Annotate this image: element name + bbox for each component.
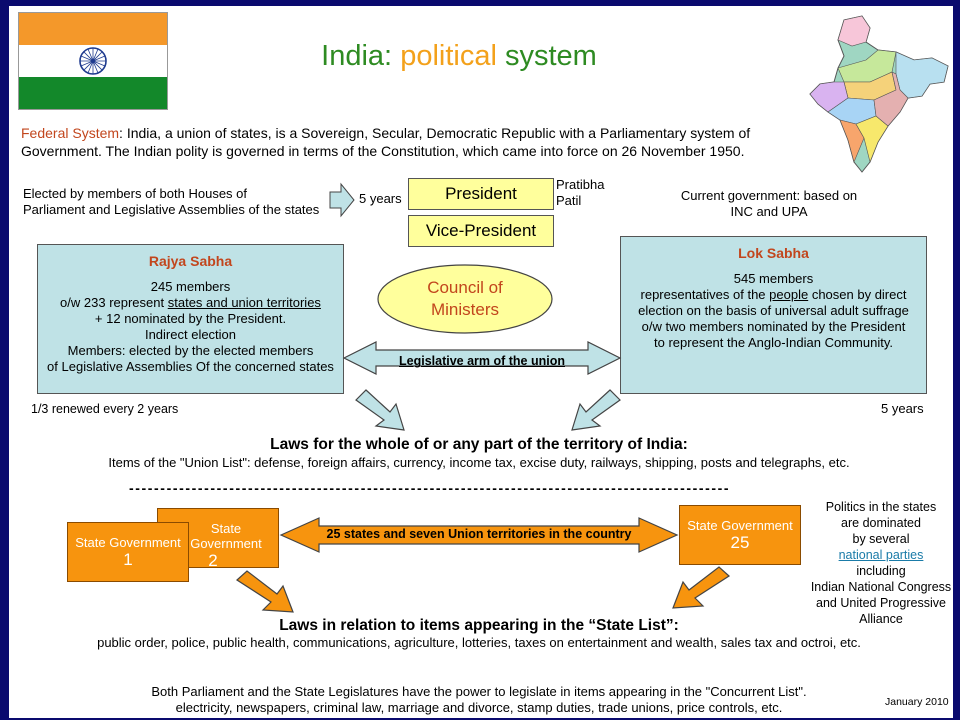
legislative-arm-arrow (342, 341, 622, 375)
federal-system-label: Federal System (21, 125, 120, 141)
section-divider: ----------------------------------------… (129, 480, 731, 496)
politics-line-1: Politics in the states (825, 500, 937, 514)
council-of-ministers-shape (377, 264, 553, 334)
state-laws-heading: Laws in relation to items appearing in t… (279, 617, 679, 634)
president-election-note: Elected by members of both Houses of Par… (23, 186, 343, 218)
title-highlight: political (400, 40, 497, 72)
legislative-arm-label: Legislative arm of the union (342, 354, 622, 368)
lok-sabha-line-2: representatives of the people chosen by … (640, 287, 907, 302)
federal-system-body: : India, a union of states, is a Soverei… (21, 125, 751, 159)
slide: India: political system Federal System: … (9, 6, 953, 718)
president-term: 5 years (359, 191, 402, 206)
state-government-1-label: State Government (75, 535, 181, 550)
title-country: India: (321, 40, 393, 72)
politics-line-7: and United Progressive (816, 596, 946, 610)
state-government-1: State Government 1 (67, 522, 189, 582)
concurrent-line-2: electricity, newspapers, criminal law, m… (175, 700, 783, 715)
page-title: India: political system (249, 40, 669, 73)
concurrent-line-1: Both Parliament and the State Legislatur… (151, 684, 807, 699)
rajya-sabha-line-6: of Legislative Assemblies Of the concern… (47, 359, 334, 374)
politics-line-5: including (856, 564, 906, 578)
rajya-to-union-laws-arrow (355, 389, 405, 431)
government-line-2: INC and UPA (730, 204, 808, 219)
rajya-sabha-box: Rajya Sabha 245 members o/w 233 represen… (37, 244, 344, 394)
india-flag-icon (18, 12, 168, 110)
lok-to-union-laws-arrow (571, 389, 621, 431)
vice-president-box: Vice-President (408, 215, 554, 247)
date-label: January 2010 (885, 696, 949, 708)
union-laws-heading: Laws for the whole of or any part of the… (270, 436, 688, 453)
lok-sabha-box: Lok Sabha 545 members representatives of… (620, 236, 927, 394)
council-line-2: Ministers (430, 300, 499, 319)
president-box: President (408, 178, 554, 210)
president-name-line-1: Pratibha (556, 177, 605, 192)
lok-sabha-term: 5 years (881, 401, 924, 416)
politics-line-3: by several (852, 532, 910, 546)
lok-sabha-line-5: to represent the Anglo-Indian Community. (654, 335, 893, 350)
state-government-25-label: State Government (687, 518, 793, 533)
concurrent-list-note: Both Parliament and the State Legislatur… (69, 684, 889, 716)
legislative-arm-text: Legislative arm of the union (399, 354, 565, 368)
state-government-25-number: 25 (730, 533, 750, 552)
election-note-line-1: Elected by members of both Houses of (23, 186, 248, 201)
title-rest: system (504, 40, 597, 72)
state-government-1-number: 1 (123, 550, 133, 569)
rajya-sabha-members: 245 members (150, 279, 231, 294)
lok-sabha-line-4: o/w two members nominated by the Preside… (641, 319, 906, 334)
election-note-line-2: Parliament and Legislative Assemblies of… (23, 202, 320, 217)
state-government-2-number: 2 (208, 551, 218, 570)
council-line-1: Council of (427, 278, 503, 297)
federal-system-text: Federal System: India, a union of states… (21, 124, 791, 160)
rajya-sabha-renewal: 1/3 renewed every 2 years (31, 402, 179, 416)
states-to-state-laws-arrow-right (672, 566, 730, 609)
national-parties-link[interactable]: national parties (838, 548, 924, 562)
ashoka-chakra-icon (79, 47, 107, 75)
state-list-items: public order, police, public health, com… (97, 635, 861, 650)
politics-line-2: are dominated (841, 516, 921, 530)
states-to-state-laws-arrow-left (236, 570, 294, 613)
rajya-sabha-line-4: Indirect election (144, 327, 237, 342)
election-arrow (329, 182, 355, 218)
government-line-1: Current government: based on (680, 188, 858, 203)
president-name: Pratibha Patil (556, 177, 604, 209)
state-government-25: State Government 25 (679, 505, 801, 565)
union-list-items: Items of the "Union List": defense, fore… (108, 455, 850, 470)
politics-line-6: Indian National Congress (810, 580, 952, 594)
india-map-icon (809, 15, 949, 173)
states-territories-link[interactable]: states and union territories (167, 295, 321, 310)
president-name-line-2: Patil (556, 193, 582, 208)
rajya-sabha-line-5: Members: elected by the elected members (67, 343, 314, 358)
rajya-sabha-heading: Rajya Sabha (148, 253, 233, 269)
council-of-ministers: Council of Ministers (375, 277, 555, 321)
people-link[interactable]: people (769, 287, 809, 302)
state-government-2-label: State Government (190, 521, 262, 551)
politics-line-8: Alliance (859, 612, 903, 626)
states-territories-label: 25 states and seven Union territories in… (326, 527, 632, 541)
state-politics-note: Politics in the states are dominated by … (805, 499, 953, 627)
lok-sabha-heading: Lok Sabha (738, 245, 809, 261)
rajya-sabha-line-3: + 12 nominated by the President. (94, 311, 287, 326)
current-government-note: Current government: based on INC and UPA (649, 188, 889, 220)
lok-sabha-members: 545 members (733, 271, 814, 286)
states-territories-arrow (279, 517, 679, 553)
rajya-sabha-line-2: o/w 233 represent states and union terri… (60, 295, 321, 310)
lok-sabha-line-3: election on the basis of universal adult… (638, 303, 909, 318)
